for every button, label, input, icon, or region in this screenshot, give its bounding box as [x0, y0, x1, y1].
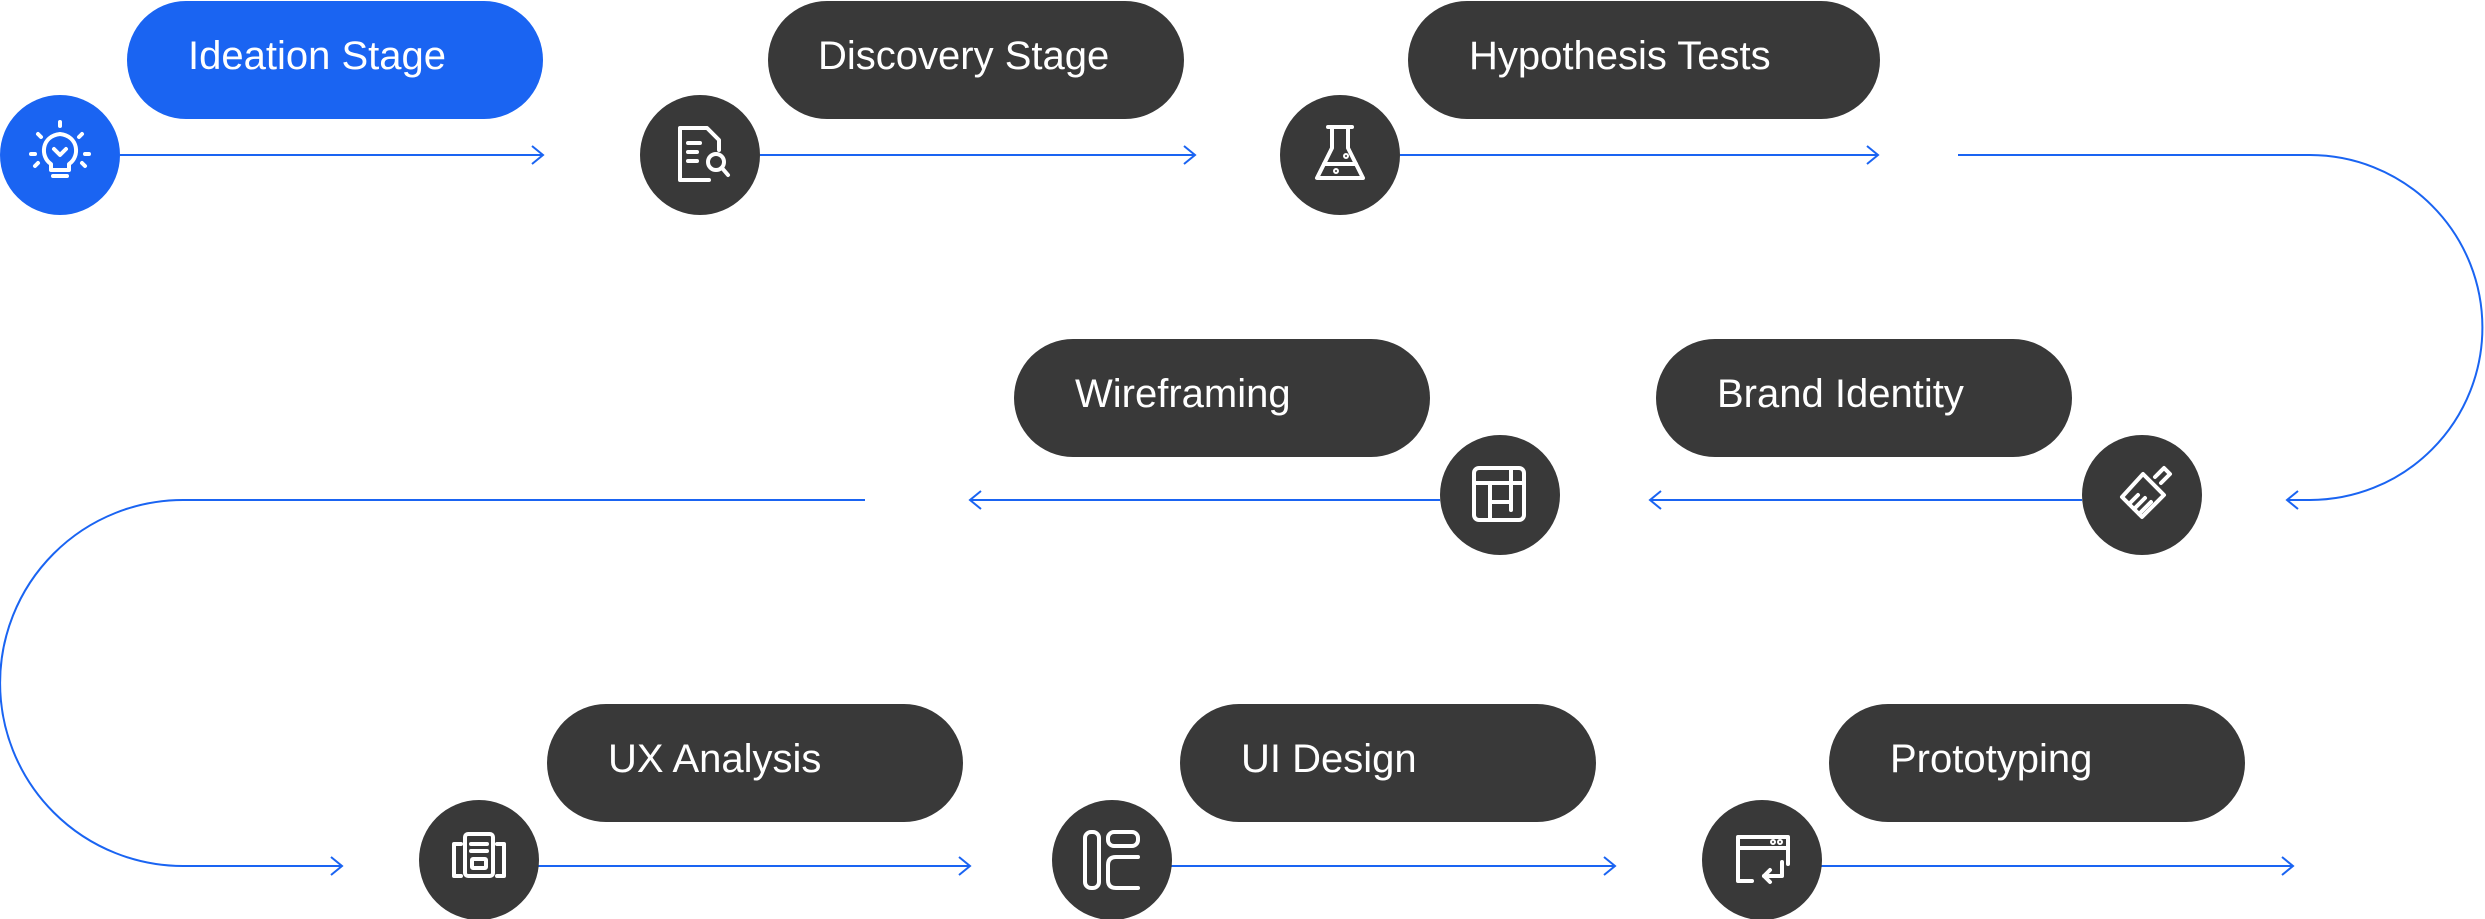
stage-label: Hypothesis Tests [1469, 34, 1771, 78]
lightbulb-icon [29, 120, 91, 178]
stage-pill-wireframing[interactable]: Wireframing [1014, 339, 1430, 457]
stage-pill-brand[interactable]: Brand Identity [1656, 339, 2072, 457]
stage-pill-bg [127, 1, 543, 119]
connector-wireframing-exit [968, 490, 1440, 510]
connector-prototyping-exit [1820, 856, 2295, 876]
node-circle [1702, 800, 1822, 919]
stage-pill-bg [1829, 704, 2245, 822]
stage-pill-bg [1180, 704, 1596, 822]
node-circle [1440, 435, 1560, 555]
wireframe-layout-icon [1472, 466, 1526, 522]
node-ideation[interactable] [0, 95, 120, 215]
stage-label: UI Design [1241, 737, 1417, 781]
stage-label: Prototyping [1890, 737, 2092, 781]
node-discovery[interactable] [640, 95, 760, 215]
node-brand[interactable] [2082, 435, 2202, 555]
icon-nodes [0, 95, 2202, 919]
stage-pill-prototyping[interactable]: Prototyping [1829, 704, 2245, 822]
node-hypothesis[interactable] [1280, 95, 1400, 215]
connector-hypothesis-exit [1400, 145, 1880, 165]
flask-icon [1315, 125, 1365, 180]
paintbrush-icon [2120, 466, 2172, 519]
stage-pill-ui[interactable]: UI Design [1180, 704, 1596, 822]
connector-ui-prototyping [1170, 856, 1617, 876]
stage-pill-ideation[interactable]: Ideation Stage [127, 1, 543, 119]
stage-pill-discovery[interactable]: Discovery Stage [768, 1, 1184, 119]
connector-ux-ui [538, 856, 972, 876]
stage-pill-bg [1656, 339, 2072, 457]
stage-pill-bg [768, 1, 1184, 119]
stage-pill-bg [1014, 339, 1430, 457]
node-prototyping[interactable] [1702, 800, 1822, 919]
node-ux[interactable] [419, 800, 539, 919]
clipboard-analysis-icon [452, 832, 506, 878]
document-search-icon [678, 126, 730, 182]
layout-panels-icon [1083, 830, 1140, 890]
stage-label: Wireframing [1075, 372, 1291, 416]
connector-ideation-discovery [120, 145, 545, 165]
stage-label: UX Analysis [608, 737, 821, 781]
connector-discovery-hypothesis [760, 145, 1197, 165]
stage-label: Discovery Stage [818, 34, 1109, 78]
node-circle [2082, 435, 2202, 555]
connector-brand-wireframing [1648, 490, 2082, 510]
stage-pill-bg [547, 704, 963, 822]
stage-label: Brand Identity [1717, 372, 1964, 416]
connector-turn-right [1958, 154, 2484, 510]
node-ui[interactable] [1052, 800, 1172, 919]
connectors [0, 145, 2484, 876]
connector-turn-left [0, 499, 865, 876]
stage-pill-bg [1408, 1, 1880, 119]
browser-window-icon [1736, 835, 1790, 884]
node-circle [1280, 95, 1400, 215]
node-wireframing[interactable] [1440, 435, 1560, 555]
stage-label: Ideation Stage [188, 34, 446, 78]
stage-pill-hypothesis[interactable]: Hypothesis Tests [1408, 1, 1880, 119]
stage-pills: Ideation Stage Discovery Stage Hypothesi… [127, 1, 2245, 822]
stage-pill-ux[interactable]: UX Analysis [547, 704, 963, 822]
node-circle [640, 95, 760, 215]
